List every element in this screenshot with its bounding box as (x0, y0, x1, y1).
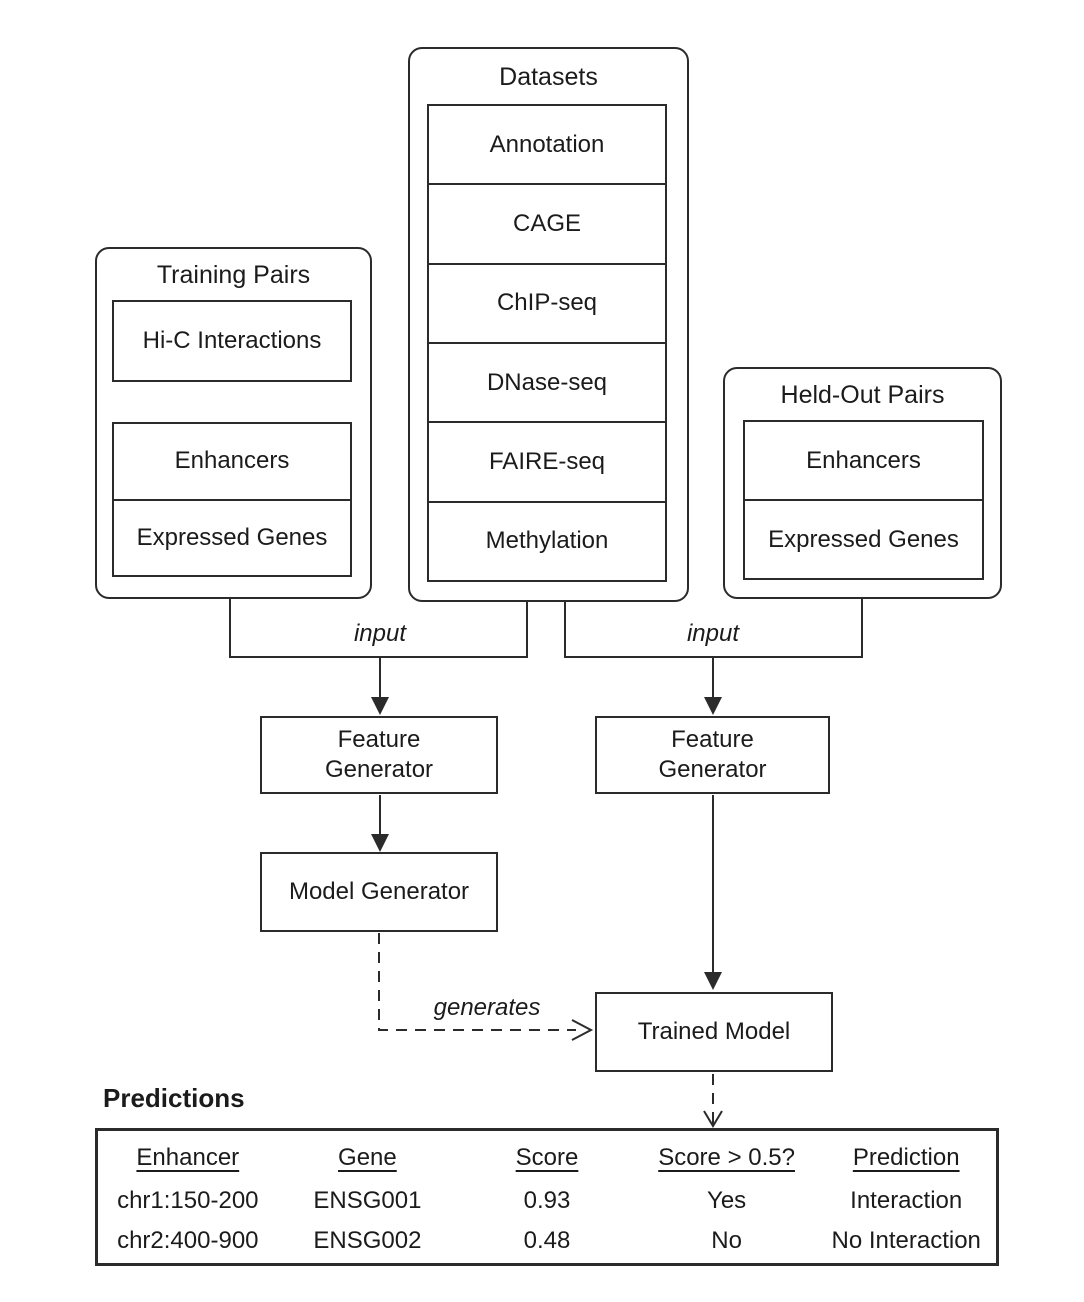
predictions-section-label: Predictions (103, 1083, 245, 1113)
dataset-methylation-label: Methylation (485, 527, 609, 555)
edge-input-left (229, 596, 528, 715)
col-header-prediction: Prediction (852, 1144, 960, 1171)
col-header-score-threshold: Score > 0.5? (658, 1144, 795, 1171)
col-header-score: Score (515, 1144, 579, 1171)
edge-input-right (564, 594, 863, 715)
datasets-stack: Annotation CAGE ChIP-seq DNase-seq FAIRE… (427, 104, 667, 582)
dataset-dnaseseq-label: DNase-seq (486, 368, 608, 396)
input-left-label: input (353, 620, 407, 647)
generates-label: generates (433, 994, 541, 1021)
dataset-faireseq-box: FAIRE-seq (429, 423, 665, 503)
training-enhancers-label: Enhancers (174, 447, 290, 475)
dataset-annotation-label: Annotation (489, 130, 605, 158)
feature-generator-right-label: Feature Generator (658, 726, 767, 783)
hic-interactions-label: Hi-C Interactions (142, 327, 322, 354)
row2-enhancer: chr2:400-900 (117, 1227, 259, 1254)
dataset-dnaseseq-box: DNase-seq (429, 344, 665, 424)
input-right-label: input (686, 620, 740, 647)
hic-interactions-box: Hi-C Interactions (112, 300, 352, 382)
row2-gene: ENSG002 (313, 1227, 422, 1254)
training-pairs-stack: Enhancers Expressed Genes (112, 422, 352, 577)
edge-fg-to-mg (371, 795, 389, 852)
row2-threshold: No (711, 1227, 742, 1254)
dataset-chipseq-label: ChIP-seq (496, 289, 598, 317)
dataset-faireseq-label: FAIRE-seq (488, 447, 606, 475)
held-out-pairs-title: Held-Out Pairs (780, 381, 945, 409)
row1-enhancer: chr1:150-200 (117, 1187, 259, 1214)
col-header-enhancer: Enhancer (136, 1144, 240, 1171)
edge-generates (378, 933, 594, 1041)
dataset-methylation-box: Methylation (429, 503, 665, 580)
row2-score: 0.48 (523, 1227, 571, 1254)
row1-prediction: Interaction (850, 1187, 963, 1214)
training-expressed-genes-box: Expressed Genes (114, 501, 350, 576)
held-out-pairs-stack: Enhancers Expressed Genes (743, 420, 984, 580)
model-generator-label: Model Generator (288, 878, 470, 905)
edge-fg-to-trained (704, 795, 722, 990)
dataset-cage-box: CAGE (429, 185, 665, 265)
col-header-gene: Gene (338, 1144, 397, 1171)
held-out-enhancers-box: Enhancers (745, 422, 982, 501)
dataset-annotation-box: Annotation (429, 106, 665, 186)
trained-model-box: Trained Model (595, 992, 833, 1072)
trained-model-label: Trained Model (637, 1018, 791, 1045)
training-enhancers-box: Enhancers (114, 424, 350, 501)
edge-trained-to-predictions (703, 1074, 723, 1128)
row2-prediction: No Interaction (831, 1227, 981, 1254)
predictions-table: Enhancer Gene Score Score > 0.5? Predict… (95, 1128, 999, 1266)
held-out-enhancers-label: Enhancers (806, 446, 921, 474)
dataset-chipseq-box: ChIP-seq (429, 265, 665, 344)
dataset-cage-label: CAGE (512, 209, 581, 237)
feature-generator-right-box: Feature Generator (595, 716, 830, 794)
feature-generator-left-label: Feature Generator (324, 726, 434, 783)
held-out-expressed-genes-label: Expressed Genes (768, 525, 959, 553)
row1-score: 0.93 (523, 1187, 571, 1214)
row1-threshold: Yes (707, 1187, 747, 1214)
datasets-title: Datasets (499, 63, 598, 91)
model-generator-box: Model Generator (260, 852, 498, 932)
feature-generator-left-box: Feature Generator (260, 716, 498, 794)
training-pairs-title: Training Pairs (156, 261, 311, 289)
training-expressed-genes-label: Expressed Genes (136, 523, 328, 551)
held-out-expressed-genes-box: Expressed Genes (745, 501, 982, 578)
row1-gene: ENSG001 (313, 1187, 422, 1214)
